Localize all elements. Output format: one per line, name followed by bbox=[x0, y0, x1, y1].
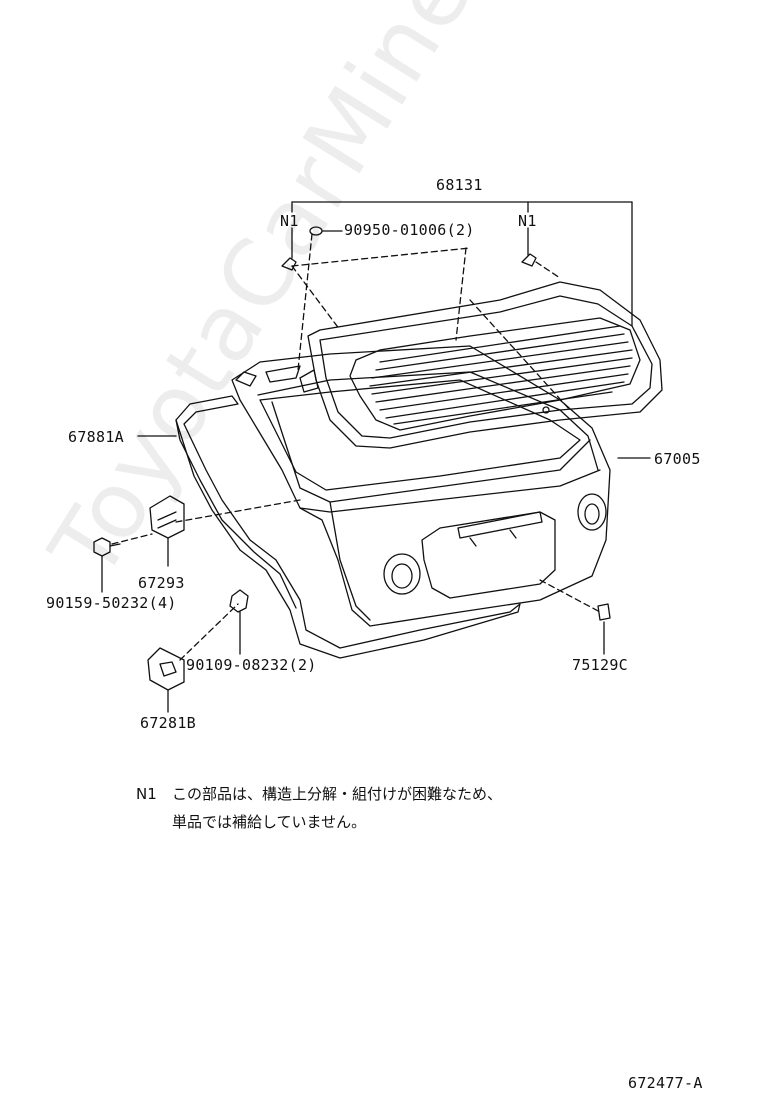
label-67005: 67005 bbox=[654, 450, 701, 468]
weatherstrip-seal bbox=[175, 395, 521, 659]
note-line-1: この部品は、構造上分解・組付けが困難なため、 bbox=[172, 785, 503, 803]
clip-90950 bbox=[309, 226, 343, 236]
glass-assembly-bracket bbox=[291, 201, 633, 327]
assembly-lines bbox=[111, 233, 601, 661]
label-68131: 68131 bbox=[436, 176, 483, 194]
glass-clip-right bbox=[521, 253, 537, 267]
label-90950-01006: 90950-01006(2) bbox=[344, 221, 475, 239]
label-n1-right: N1 bbox=[518, 212, 537, 230]
label-90109-08232: 90109-08232(2) bbox=[186, 656, 317, 674]
label-n1-left: N1 bbox=[280, 212, 299, 230]
note-line-2: 単品では補給していません。 bbox=[172, 813, 367, 831]
label-90159-50232: 90159-50232(4) bbox=[46, 594, 177, 612]
glass-clip-left bbox=[281, 257, 297, 271]
label-75129c: 75129C bbox=[572, 656, 628, 674]
emblem-plug bbox=[597, 603, 611, 655]
label-67293: 67293 bbox=[138, 574, 185, 592]
striker bbox=[147, 647, 185, 713]
back-door-panel bbox=[231, 345, 611, 627]
rear-glass-assembly bbox=[307, 281, 663, 449]
note-marker: N1 bbox=[136, 785, 157, 803]
hinge bbox=[149, 495, 185, 567]
label-67881a: 67881A bbox=[68, 428, 124, 446]
leader-lines bbox=[137, 435, 651, 459]
diagram-id: 672477-A bbox=[628, 1074, 703, 1092]
label-67281b: 67281B bbox=[140, 714, 196, 732]
bolt-left bbox=[93, 537, 121, 593]
bolt-lower bbox=[229, 589, 249, 655]
